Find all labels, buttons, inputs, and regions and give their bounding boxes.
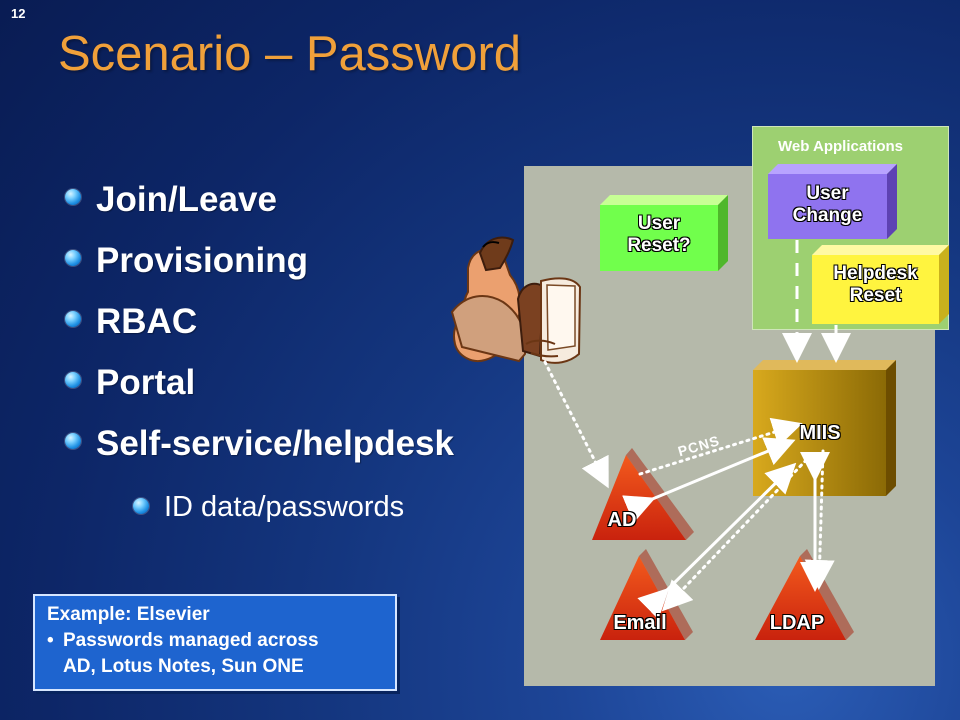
helpdesk-reset-label: Helpdesk Reset	[812, 263, 939, 307]
bullet-label: Provisioning	[96, 241, 308, 280]
helpdesk-reset-line-2: Reset	[849, 284, 902, 306]
user-change-label: User Change	[768, 183, 887, 227]
bullet-orb-icon	[65, 311, 81, 327]
email-label: Email	[613, 612, 667, 634]
user-change-line-2: Change	[792, 204, 863, 226]
bullet-join-leave: Join/Leave	[62, 177, 454, 238]
example-continuation-row: AD, Lotus Notes, Sun ONE	[47, 654, 383, 680]
example-line-2: AD, Lotus Notes, Sun ONE	[63, 656, 304, 677]
user-change-line-1: User	[806, 183, 849, 204]
page-title: Scenario – Password	[58, 27, 522, 81]
bullet-label: Self-service/helpdesk	[96, 424, 454, 463]
bullet-orb-icon	[65, 250, 81, 266]
example-box: Example: Elsevier • Passwords managed ac…	[33, 594, 397, 691]
bullet-orb-icon	[65, 372, 81, 388]
bullet-self-service-helpdesk: Self-service/helpdesk	[62, 421, 454, 482]
ldap-label: LDAP	[769, 612, 825, 634]
sub-bullet-label: ID data/passwords	[164, 491, 405, 523]
user-reset-line-1: User	[637, 213, 681, 234]
bullet-orb-icon	[133, 498, 149, 514]
bullet-portal: Portal	[62, 360, 454, 421]
ad-label: AD	[607, 509, 637, 531]
bullet-provisioning: Provisioning	[62, 238, 454, 299]
bullet-label: Portal	[96, 363, 196, 402]
main-bullet-list: Join/Leave Provisioning RBAC Portal Self…	[62, 177, 454, 482]
helpdesk-reset-line-1: Helpdesk	[833, 263, 918, 284]
bullet-label: Join/Leave	[96, 180, 277, 219]
bullet-orb-icon	[65, 189, 81, 205]
bullet-orb-icon	[65, 433, 81, 449]
slide-number: 12	[11, 6, 26, 21]
sub-bullet-id-data-passwords: ID data/passwords	[130, 488, 404, 526]
example-title: Example: Elsevier	[47, 604, 210, 625]
miis-label: MIIS	[799, 422, 841, 444]
user-reset-label: User Reset?	[600, 213, 718, 257]
bullet-rbac: RBAC	[62, 299, 454, 360]
example-bullet-icon: •	[47, 630, 54, 651]
user-reset-line-2: Reset?	[627, 234, 691, 256]
example-bullet-row: • Passwords managed across	[47, 628, 383, 654]
example-line-1: Passwords managed across	[63, 630, 319, 651]
bullet-label: RBAC	[96, 302, 198, 341]
web-applications-label: Web Applications	[778, 138, 904, 155]
